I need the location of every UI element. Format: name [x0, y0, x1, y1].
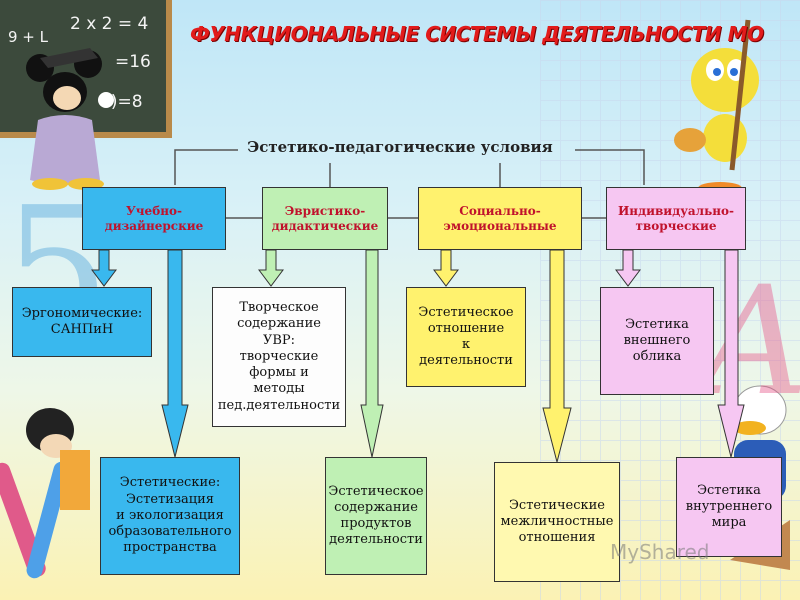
category-box-4: Индивидуально- творческие — [606, 187, 746, 250]
arrow-long — [717, 249, 745, 458]
page-title: ФУНКЦИОНАЛЬНЫЕ СИСТЕМЫ ДЕЯТЕЛЬНОСТИ МО — [190, 22, 764, 46]
chalkboard-text: 9 + L — [8, 28, 49, 46]
arrow-short — [258, 249, 284, 287]
tweety-painter-illustration — [674, 19, 759, 194]
arrow-long — [161, 249, 189, 458]
bottom-box-3: Эстетические межличностные отношения — [494, 462, 620, 582]
mickey-professor-illustration — [26, 48, 114, 190]
arrow-short — [91, 249, 117, 287]
goofy-crayon-illustration — [0, 408, 90, 579]
chalkboard-text: =16 — [115, 52, 151, 72]
decorative-letter: A — [700, 255, 800, 429]
arrow-long — [360, 249, 384, 458]
middle-box-4: Эстетика внешнего облика — [600, 287, 714, 395]
middle-box-1: Эргономические: САНПиН — [12, 287, 152, 357]
category-box-1: Учебно- дизайнерские — [82, 187, 226, 250]
watermark-logo: MyShared — [610, 540, 710, 564]
arrow-short — [615, 249, 641, 287]
middle-box-3: Эстетическое отношение к деятельности — [406, 287, 526, 387]
arrow-short — [433, 249, 459, 287]
bottom-box-1: Эстетические: Эстетизация и экологизация… — [100, 457, 240, 575]
category-box-3: Социально- эмоциональные — [418, 187, 582, 250]
bottom-box-2: Эстетическое содержание продуктов деятел… — [325, 457, 427, 575]
bottom-box-4: Эстетика внутреннего мира — [676, 457, 782, 557]
diagram-root-label: Эстетико-педагогические условия — [247, 138, 553, 156]
category-box-2: Эвристико- дидактические — [262, 187, 388, 250]
chalkboard-text: 2 x 2 = 4 — [70, 14, 149, 34]
middle-box-2: Творческое содержание УВР: творческие фо… — [212, 287, 346, 427]
arrow-long — [542, 249, 572, 464]
